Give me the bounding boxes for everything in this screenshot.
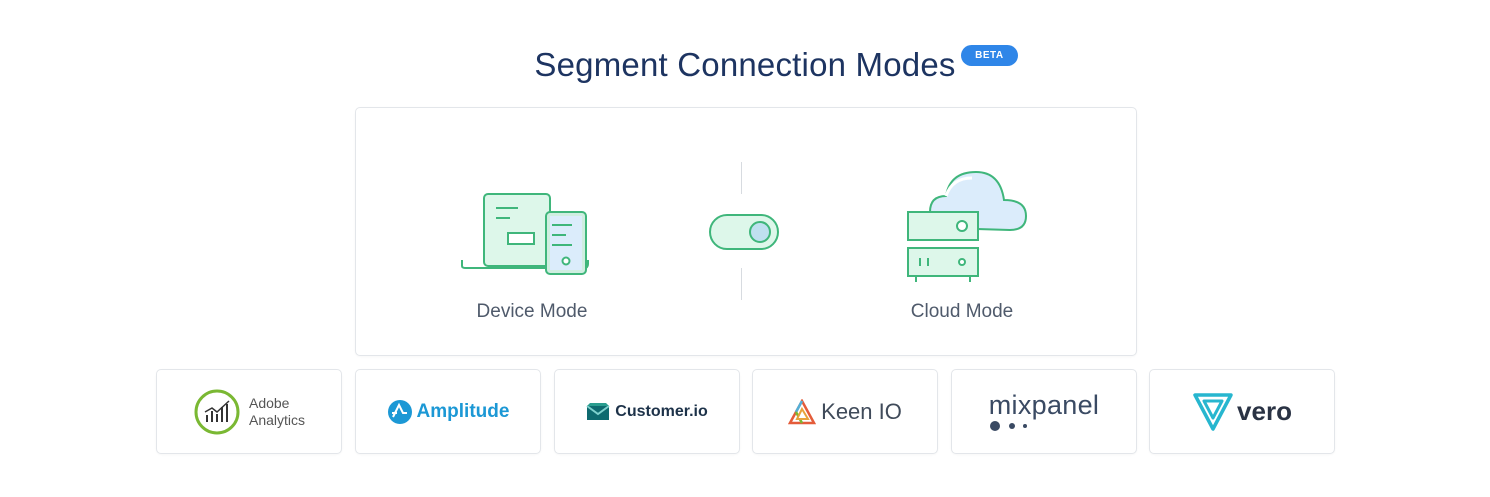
- keen-icon: [788, 398, 817, 424]
- device-mode-icon: [461, 193, 589, 275]
- vero-icon: [1193, 392, 1233, 431]
- mixpanel-name: mixpanel: [988, 389, 1100, 420]
- cloud-mode-icon: [907, 170, 1028, 282]
- divider-top: [741, 162, 742, 194]
- page-title: Segment Connection Modes BETA: [0, 45, 1490, 84]
- amplitude-name: Amplitude: [416, 400, 510, 422]
- integration-card-adobe-analytics[interactable]: Adobe Analytics: [156, 369, 342, 454]
- integration-card-keen-io[interactable]: Keen IO: [752, 369, 938, 454]
- mode-toggle[interactable]: [708, 213, 780, 253]
- beta-badge: BETA: [961, 45, 1018, 66]
- integration-card-vero[interactable]: vero: [1149, 369, 1335, 454]
- adobe-name: Adobe: [248, 394, 290, 411]
- cloud-mode-label: Cloud Mode: [910, 301, 1014, 322]
- divider-bottom: [741, 268, 742, 300]
- title-text: Segment Connection Modes: [534, 46, 956, 83]
- vero-name: vero: [1237, 396, 1292, 426]
- device-mode-label: Device Mode: [476, 301, 588, 322]
- mixpanel-dots-icon: [989, 420, 1027, 431]
- keen-name: Keen IO: [821, 398, 902, 424]
- customerio-name: Customer.io: [615, 402, 708, 420]
- integration-card-amplitude[interactable]: Amplitude: [355, 369, 541, 454]
- adobe-sub: Analytics: [248, 411, 306, 428]
- amplitude-icon: [387, 399, 412, 424]
- integration-card-customerio[interactable]: Customer.io: [554, 369, 740, 454]
- adobe-analytics-icon: [194, 389, 240, 434]
- customerio-icon: [586, 402, 610, 420]
- integration-card-mixpanel[interactable]: mixpanel: [951, 369, 1137, 454]
- connection-modes-card: Device Mode Cloud Mode: [355, 107, 1137, 356]
